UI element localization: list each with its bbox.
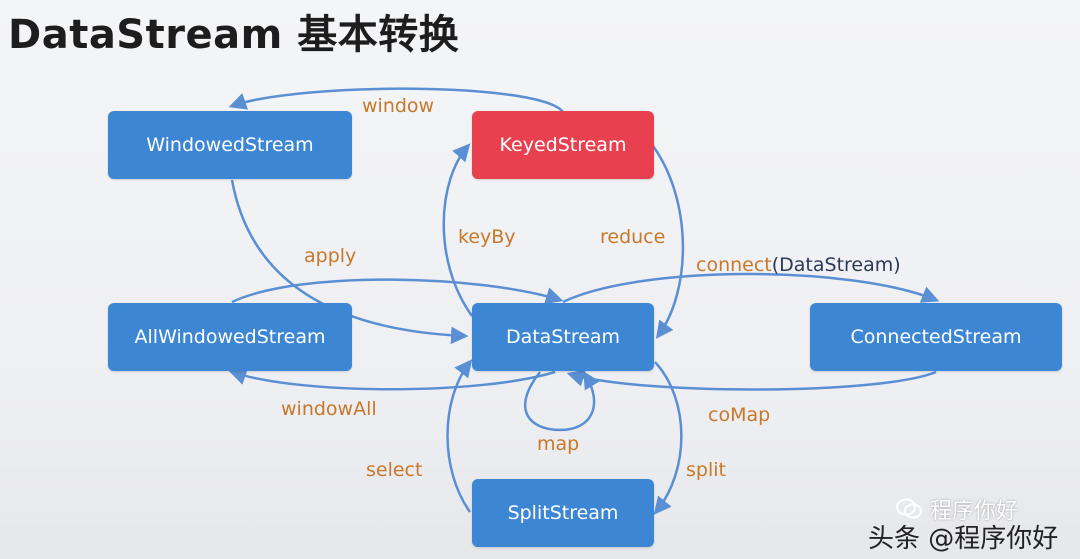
edge-apply — [230, 179, 469, 345]
node-split-stream: SplitStream — [472, 479, 654, 547]
watermark-top-text: 程序你好 — [930, 499, 1019, 524]
node-keyed-stream: KeyedStream — [472, 111, 654, 179]
node-windowed-stream: WindowedStream — [108, 111, 352, 179]
label-connect: connect(DataStream) — [696, 254, 901, 276]
label-windowall: windowAll — [281, 398, 377, 420]
label-comap: coMap — [708, 404, 770, 426]
edge-window — [228, 87, 564, 113]
label-apply: apply — [304, 245, 356, 267]
watermark-bottom: 头条 @程序你好 — [868, 524, 1059, 554]
edge-allwindowed-apply — [231, 278, 564, 305]
edge-comap — [566, 369, 937, 391]
node-data-stream: DataStream — [472, 303, 654, 371]
edge-windowall — [228, 368, 556, 391]
edge-reduce — [651, 145, 685, 339]
edge-map — [523, 371, 600, 432]
watermark-top: 程序你好 — [896, 493, 1018, 525]
node-all-windowed-stream: AllWindowedStream — [108, 303, 352, 371]
label-reduce: reduce — [600, 226, 665, 248]
label-select: select — [366, 459, 422, 481]
node-connected-stream: ConnectedStream — [810, 303, 1062, 371]
label-connect-fn: connect — [696, 254, 772, 276]
edge-split — [653, 361, 683, 515]
label-window: window — [362, 95, 434, 117]
wechat-icon — [896, 498, 922, 519]
edge-select — [446, 359, 473, 513]
edge-keyby — [442, 143, 474, 317]
label-map: map — [537, 433, 579, 455]
label-split: split — [686, 459, 726, 481]
label-connect-arg: (DataStream) — [772, 254, 901, 276]
page-title: DataStream 基本转换 — [8, 12, 460, 58]
label-keyby: keyBy — [458, 226, 516, 248]
edge-connect — [562, 272, 940, 304]
